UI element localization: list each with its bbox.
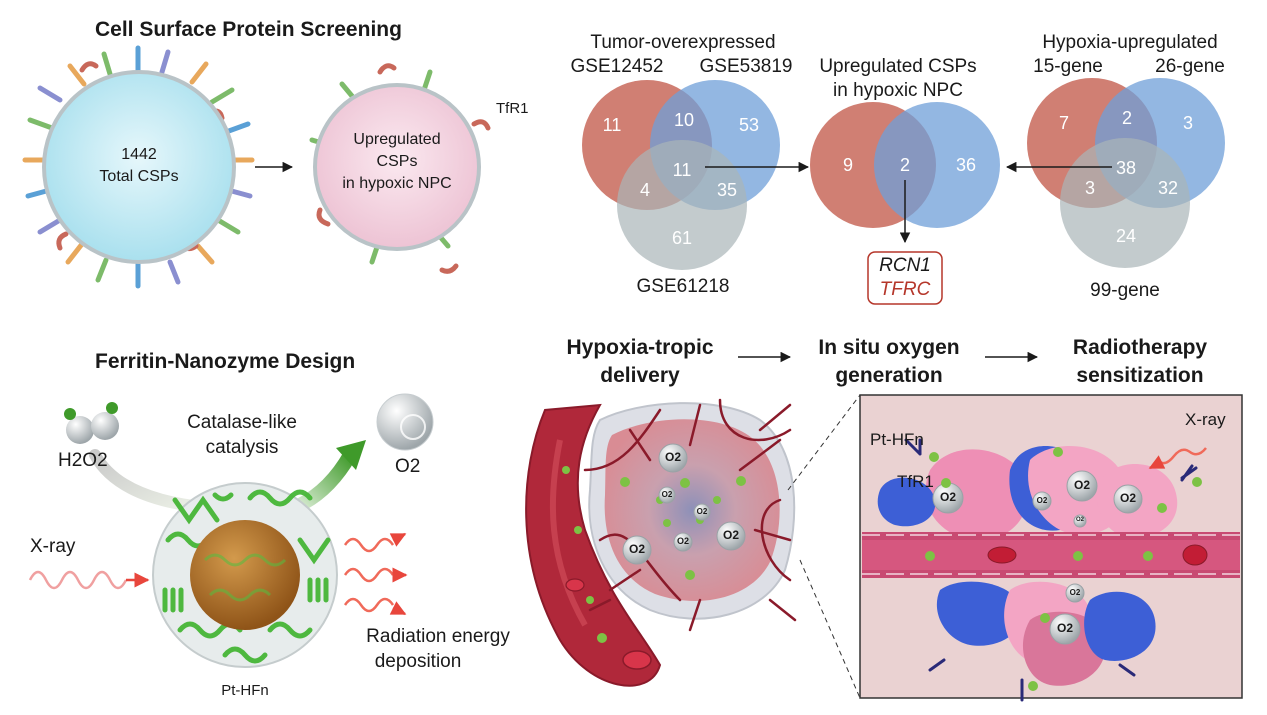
venn-middle-value-right: 36 <box>955 155 977 175</box>
blood-vessel-icon <box>525 403 662 687</box>
o2-tag: O2 <box>722 528 740 542</box>
venn-tumor-value-b: 53 <box>738 115 760 135</box>
h2o2-molecule-icon <box>64 402 119 444</box>
cell-total-label: Total CSPs <box>99 168 179 185</box>
zoom-line-top <box>787 394 861 491</box>
o2-label: O2 <box>395 456 421 477</box>
cell-total-csps <box>42 70 236 264</box>
venn-hypoxia-title: Hypoxia-upregulated <box>1042 32 1218 53</box>
radiation-waves-icon <box>343 537 395 613</box>
o2-tag: O2 <box>1075 517 1085 523</box>
venn-hypoxia-value-ab: 2 <box>1121 108 1133 128</box>
o2-tag: O2 <box>1073 478 1091 492</box>
venn-tumor-value-ac: 4 <box>639 180 651 200</box>
o2-tag: O2 <box>1036 496 1048 505</box>
catalysis-line1: Catalase-like <box>187 412 297 433</box>
o2-tag: O2 <box>1119 491 1137 505</box>
o2-tag: O2 <box>1069 588 1081 597</box>
catalysis-line2: catalysis <box>205 437 279 458</box>
venn-middle-value-left: 9 <box>842 155 854 175</box>
venn-tumor <box>582 80 780 270</box>
gene-box <box>867 251 943 305</box>
venn-tumor-value-ab: 10 <box>673 110 695 130</box>
cell-up-line3: in hypoxic NPC <box>342 175 452 192</box>
venn-tumor-set-c: GSE61218 <box>636 276 730 297</box>
inset-pt-hfn-label: Pt-HFn <box>870 430 924 449</box>
venn-tumor-title: Tumor-overexpressed <box>590 32 776 53</box>
venn-middle-title-2: in hypoxic NPC <box>833 80 963 101</box>
xray-wave-icon <box>28 570 128 590</box>
cell-upregulated-csps <box>313 83 481 251</box>
o2-tag: O2 <box>676 536 690 546</box>
nanozyme-label: Pt-HFn <box>221 682 269 699</box>
radiation-line2: deposition <box>374 651 462 672</box>
step-2-line1: In situ oxygen <box>818 336 960 359</box>
inset-panel <box>859 394 1243 702</box>
venn-middle-title-1: Upregulated CSPs <box>819 56 977 77</box>
reaction-arrow-head-icon <box>336 440 366 470</box>
zoom-line-bottom <box>799 559 861 699</box>
venn-tumor-value-a: 11 <box>602 115 622 135</box>
radiation-line1: Radiation energy <box>366 626 510 647</box>
venn-hypoxia-set-a: 15-gene <box>1033 56 1103 77</box>
gene-tfrc: TFRC <box>879 279 931 300</box>
xray-label-left: X-ray <box>30 536 76 557</box>
step-3-line1: Radiotherapy <box>1072 336 1208 359</box>
step-3-line2: sensitization <box>1076 364 1204 387</box>
venn-tumor-value-bc: 35 <box>716 180 738 200</box>
red-blood-cell-icon <box>622 650 652 670</box>
reaction-arrow-out <box>296 451 357 512</box>
venn-hypoxia-value-abc: 38 <box>1115 158 1137 178</box>
section-title-nanozyme: Ferritin-Nanozyme Design <box>95 350 356 373</box>
ferritin-nanozyme-icon <box>152 482 338 668</box>
cell-total-count: 1442 <box>121 146 157 163</box>
o2-tag: O2 <box>696 507 708 516</box>
venn-hypoxia-set-c: 99-gene <box>1090 280 1160 301</box>
venn-tumor-set-a: GSE12452 <box>570 56 664 77</box>
venn-tumor-set-b: GSE53819 <box>699 56 793 77</box>
tumor-mass-icon <box>583 398 797 632</box>
gene-rcn1: RCN1 <box>879 255 931 276</box>
vessel-nanozyme-dots <box>562 466 607 643</box>
inset-xray-label: X-ray <box>1185 410 1226 429</box>
venn-tumor-value-c: 61 <box>671 228 693 248</box>
section-title-screening: Cell Surface Protein Screening <box>95 18 402 41</box>
venn-hypoxia <box>1027 78 1225 268</box>
venn-middle-circle-right <box>874 102 1000 228</box>
venn-tumor-circle-c <box>617 140 747 270</box>
cell-up-line1: Upregulated <box>353 131 441 148</box>
radiation-arrows-icon <box>389 532 408 616</box>
venn-hypoxia-set-b: 26-gene <box>1155 56 1225 77</box>
tfr1-label: TfR1 <box>496 100 529 117</box>
o2-tag: O2 <box>1056 621 1074 635</box>
o2-bubble-icon <box>376 393 434 451</box>
o2-tag: O2 <box>628 542 646 556</box>
inset-tfr1-label: TfR1 <box>897 472 934 491</box>
venn-middle-value-overlap: 2 <box>899 155 911 175</box>
cell-up-line2: CSPs <box>376 153 418 170</box>
o2-tag: O2 <box>664 450 682 464</box>
step-2-line2: generation <box>835 364 943 387</box>
venn-hypoxia-value-b: 3 <box>1182 113 1194 133</box>
step-1-line2: delivery <box>600 364 680 387</box>
venn-hypoxia-value-a: 7 <box>1058 113 1070 133</box>
venn-tumor-value-abc: 11 <box>672 160 692 180</box>
venn-hypoxia-value-bc: 32 <box>1157 178 1179 198</box>
step-1-line1: Hypoxia-tropic <box>566 336 714 359</box>
o2-tag: O2 <box>939 490 957 504</box>
o2-tag: O2 <box>661 490 673 499</box>
venn-hypoxia-value-ac: 3 <box>1084 178 1096 198</box>
venn-hypoxia-value-c: 24 <box>1115 226 1137 246</box>
h2o2-label: H2O2 <box>58 450 108 471</box>
venn-hypoxia-circle-c <box>1060 138 1190 268</box>
